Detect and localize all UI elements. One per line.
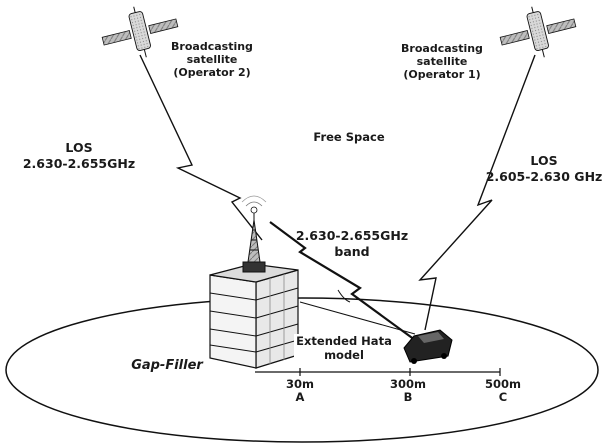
- satellite-operator2-line3: (Operator 2): [162, 66, 262, 79]
- satellite-operator1-line3: (Operator 1): [392, 68, 492, 81]
- los-link-operator2: [140, 55, 262, 240]
- distance-marker-b: 300m B: [383, 378, 433, 404]
- angle-arc: [338, 290, 350, 302]
- satellite-operator2-label: Broadcasting satellite (Operator 2): [162, 40, 262, 79]
- los-left-line1: LOS: [14, 140, 144, 156]
- los-link-operator1: [420, 55, 535, 330]
- horizon-line: [300, 302, 415, 334]
- terrestrial-band-line2: band: [292, 244, 412, 260]
- los-right-label: LOS 2.605-2.630 GHz: [474, 153, 614, 185]
- terrestrial-band-label: 2.630-2.655GHz band: [292, 228, 412, 260]
- satellite-operator1-line2: satellite: [392, 55, 492, 68]
- car-icon: [404, 330, 452, 364]
- distance-c-point: C: [478, 391, 528, 404]
- extended-hata-line1: Extended Hata: [294, 334, 394, 348]
- los-right-line1: LOS: [474, 153, 614, 169]
- los-right-line2: 2.605-2.630 GHz: [474, 169, 614, 185]
- tower-icon: [242, 196, 266, 272]
- los-left-label: LOS 2.630-2.655GHz: [14, 140, 144, 172]
- distance-marker-a: 30m A: [275, 378, 325, 404]
- extended-hata-line2: model: [294, 348, 394, 362]
- satellite-operator1-label: Broadcasting satellite (Operator 1): [392, 42, 492, 81]
- satellite-operator2-line1: Broadcasting: [162, 40, 262, 53]
- satellite-icon: [495, 0, 581, 66]
- extended-hata-label: Extended Hata model: [294, 334, 394, 362]
- satellite-operator2-line2: satellite: [162, 53, 262, 66]
- distance-b-point: B: [383, 391, 433, 404]
- building-icon: [210, 264, 298, 368]
- distance-a-point: A: [275, 391, 325, 404]
- gap-filler-label: Gap-Filler: [122, 358, 212, 374]
- terrestrial-band-line1: 2.630-2.655GHz: [292, 228, 412, 244]
- distance-marker-c: 500m C: [478, 378, 528, 404]
- coverage-area-ellipse: [6, 298, 598, 442]
- los-left-line2: 2.630-2.655GHz: [14, 156, 144, 172]
- free-space-label: Free Space: [304, 129, 394, 145]
- satellite-operator1-line1: Broadcasting: [392, 42, 492, 55]
